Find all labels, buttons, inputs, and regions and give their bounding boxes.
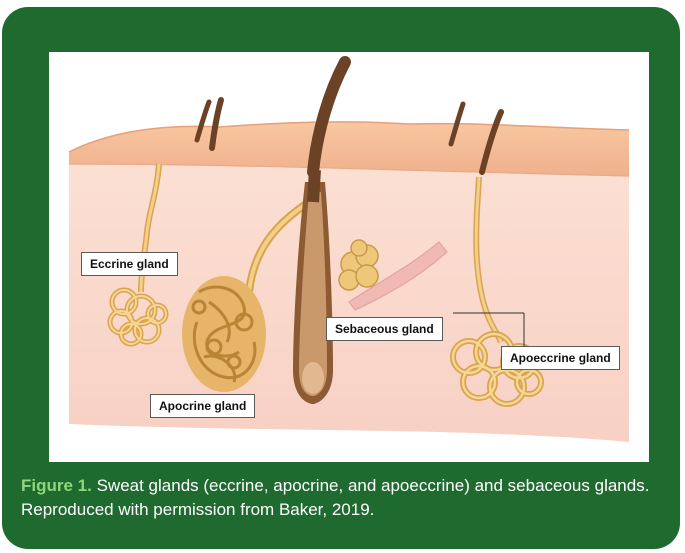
apocrine-gland — [182, 276, 266, 392]
eccrine-gland-label: Eccrine gland — [81, 252, 178, 276]
figure-frame: Eccrine gland Apocrine gland Sebaceous g… — [2, 7, 680, 549]
figure-caption-text: Sweat glands (eccrine, apocrine, and apo… — [21, 476, 649, 519]
illustration-panel: Eccrine gland Apocrine gland Sebaceous g… — [49, 52, 649, 462]
figure-number: Figure 1. — [21, 476, 92, 495]
apoeccrine-gland-label: Apoeccrine gland — [501, 346, 620, 370]
hair-bulb — [302, 362, 324, 394]
figure-caption: Figure 1. Sweat glands (eccrine, apocrin… — [21, 474, 661, 522]
sebaceous-gland-label: Sebaceous gland — [326, 317, 443, 341]
apocrine-gland-label: Apocrine gland — [150, 394, 255, 418]
